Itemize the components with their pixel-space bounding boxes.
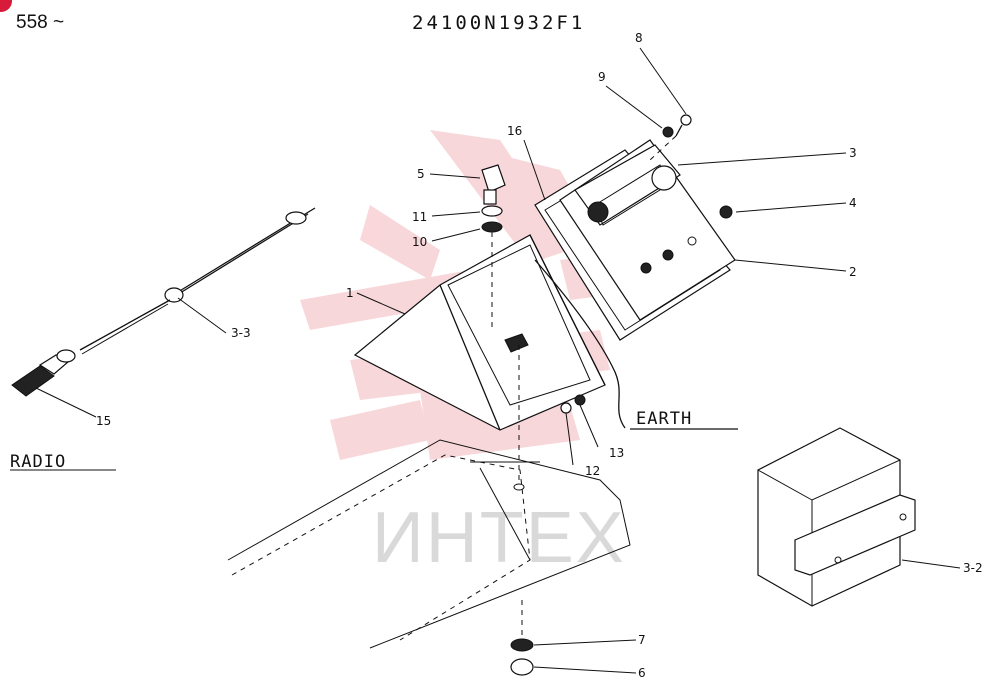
part-code: 24100N1932F1 (412, 12, 586, 34)
callout-9: 9 (598, 70, 606, 84)
watermark-text: ИНТЕХ (372, 498, 626, 578)
callout-8: 8 (635, 31, 643, 45)
radio-unit (559, 139, 736, 321)
assembly-guide-lines (491, 135, 677, 640)
mounting-bracket (353, 234, 606, 431)
screw-12 (560, 402, 572, 414)
washer-7 (510, 638, 534, 652)
nut-6 (510, 658, 534, 676)
callout-2: 2 (849, 265, 857, 279)
callout-4: 4 (849, 196, 857, 210)
earth-wire (534, 259, 738, 430)
leader-lines (10, 47, 961, 674)
callout-16: 16 (507, 124, 522, 138)
callout-3: 3 (849, 146, 857, 160)
earth-label: EARTH (636, 409, 692, 429)
callout-12: 12 (585, 464, 600, 478)
callout-3-3: 3-3 (231, 326, 251, 340)
radio-cover-box (757, 427, 916, 607)
washer-9 (662, 126, 674, 138)
antenna-cable (79, 207, 316, 355)
radio-label: RADIO (10, 452, 66, 472)
callout-6: 6 (638, 666, 646, 680)
callout-1: 1 (346, 286, 354, 300)
callout-10: 10 (412, 235, 427, 249)
antenna-plug (11, 349, 76, 397)
screw-8 (675, 114, 692, 137)
washer-10 (481, 221, 503, 233)
washer-11 (481, 205, 503, 217)
callout-13: 13 (609, 446, 624, 460)
callout-11: 11 (412, 210, 427, 224)
model-range: 558 ~ (16, 12, 65, 33)
callout-3-2: 3-2 (963, 561, 983, 575)
callout-15: 15 (96, 414, 111, 428)
washer-13 (574, 394, 586, 406)
bolt-5 (481, 164, 506, 205)
callout-7: 7 (638, 633, 646, 647)
callout-5: 5 (417, 167, 425, 181)
dashboard-panel (227, 439, 631, 649)
